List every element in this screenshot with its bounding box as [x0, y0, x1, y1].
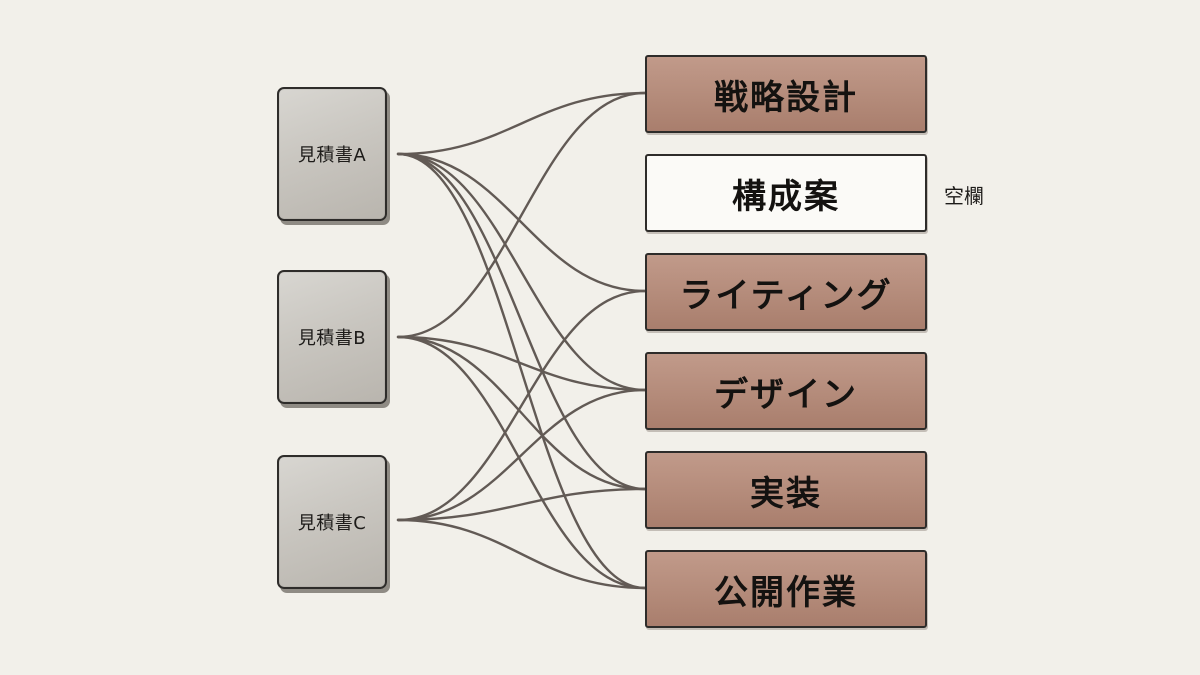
connector-a-design	[396, 152, 647, 392]
target-box-design: デザイン	[645, 352, 927, 430]
connector-b-design	[396, 335, 647, 392]
connector-a-strategy	[396, 91, 647, 156]
connector-a-publish	[396, 152, 647, 590]
connector-b-publish	[396, 335, 647, 590]
connector-c-design	[396, 388, 647, 522]
target-box-writing: ライティング	[645, 253, 927, 331]
source-label-c: 見積書C	[297, 513, 367, 534]
source-box-b: 見積書B	[277, 270, 387, 404]
target-label-writing: ライティング	[679, 275, 893, 316]
target-box-publish: 公開作業	[645, 550, 927, 628]
source-label-b: 見積書B	[297, 328, 367, 349]
target-label-design: デザイン	[714, 374, 858, 415]
connector-c-implementation	[396, 487, 647, 522]
connector-b-strategy	[396, 91, 647, 339]
target-label-structure: 構成案	[732, 176, 840, 217]
connector-a-implementation	[396, 152, 647, 491]
source-label-a: 見積書A	[297, 145, 367, 166]
connector-c-writing	[396, 289, 647, 522]
connector-c-publish	[396, 518, 647, 590]
source-box-a: 見積書A	[277, 87, 387, 221]
target-label-implementation: 実装	[750, 473, 822, 514]
target-box-implementation: 実装	[645, 451, 927, 529]
empty-note: 空欄	[944, 184, 984, 208]
target-label-strategy: 戦略設計	[714, 77, 858, 118]
connector-a-writing	[396, 152, 647, 293]
target-box-strategy: 戦略設計	[645, 55, 927, 133]
target-box-structure: 構成案	[645, 154, 927, 232]
connector-b-implementation	[396, 335, 647, 491]
source-box-c: 見積書C	[277, 455, 387, 589]
target-label-publish: 公開作業	[714, 572, 858, 613]
